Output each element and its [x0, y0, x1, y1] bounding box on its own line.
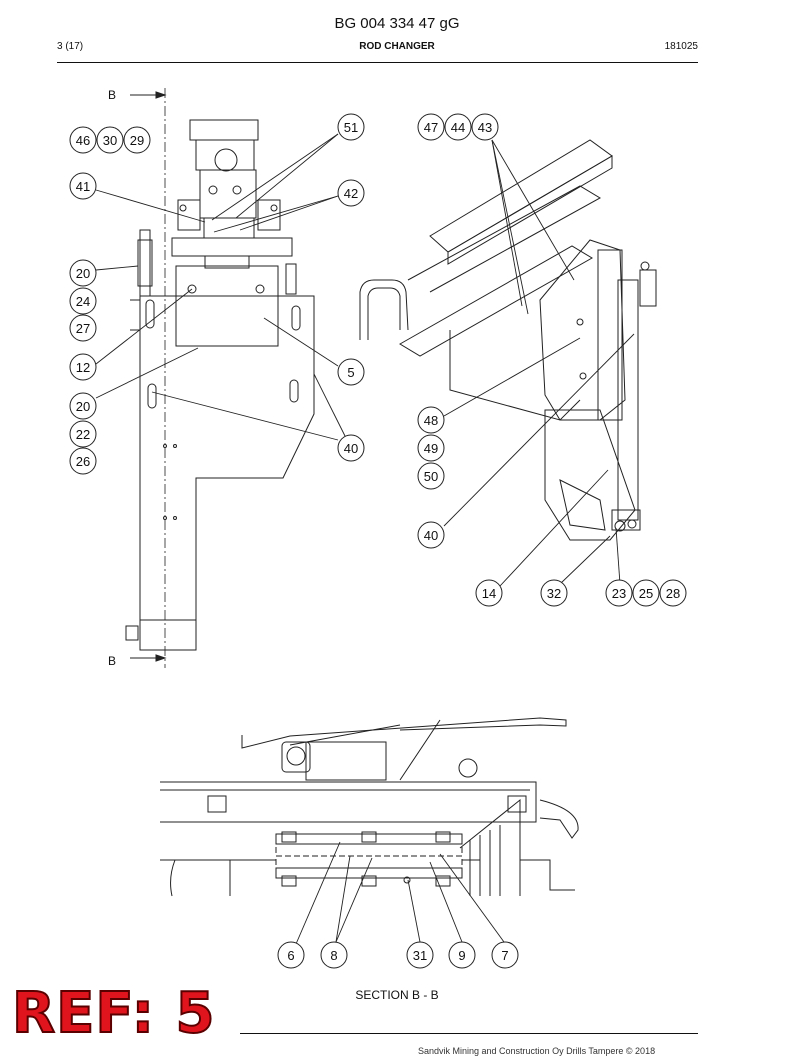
svg-text:7: 7	[501, 948, 508, 963]
section-view	[160, 717, 579, 897]
callout-12: 12	[69, 353, 97, 381]
callout-27: 27	[69, 314, 97, 342]
svg-text:40: 40	[424, 528, 438, 543]
section-marker-bottom: B	[108, 654, 116, 668]
page-number: 3 (17)	[57, 41, 84, 52]
svg-text:24: 24	[76, 294, 90, 309]
svg-text:49: 49	[424, 441, 438, 456]
svg-text:46: 46	[76, 133, 90, 148]
svg-text:40: 40	[344, 441, 358, 456]
callout-31: 31	[406, 941, 434, 969]
callout-28: 28	[659, 579, 687, 607]
svg-text:23: 23	[612, 586, 626, 601]
callout-20: 20	[69, 392, 97, 420]
svg-text:22: 22	[76, 427, 90, 442]
footer-copyright: Sandvik Mining and Construction Oy Drill…	[418, 1046, 656, 1056]
svg-text:42: 42	[344, 186, 358, 201]
svg-text:20: 20	[76, 399, 90, 414]
svg-text:44: 44	[451, 120, 465, 135]
isometric-view	[359, 139, 657, 541]
svg-text:41: 41	[76, 179, 90, 194]
leader-lines	[95, 133, 635, 945]
callout-46: 46	[69, 126, 97, 154]
svg-text:32: 32	[547, 586, 561, 601]
svg-text:8: 8	[330, 948, 337, 963]
document-number: BG 004 334 47 gG	[334, 15, 460, 32]
callout-5: 5	[337, 358, 365, 386]
callout-51: 51	[337, 113, 365, 141]
section-label: SECTION B - B	[355, 988, 439, 1002]
callout-6: 6	[277, 941, 305, 969]
callout-14: 14	[475, 579, 503, 607]
callout-24: 24	[69, 287, 97, 315]
callout-40: 40	[337, 434, 365, 462]
svg-text:29: 29	[130, 133, 144, 148]
header-rule	[57, 62, 698, 63]
page-title: ROD CHANGER	[359, 41, 435, 52]
callout-32: 32	[540, 579, 568, 607]
svg-text:51: 51	[344, 120, 358, 135]
callout-25: 25	[632, 579, 660, 607]
ref-stamp: REF: 5	[11, 981, 216, 1046]
svg-text:27: 27	[76, 321, 90, 336]
svg-text:20: 20	[76, 266, 90, 281]
svg-text:6: 6	[287, 948, 294, 963]
callout-23: 23	[605, 579, 633, 607]
callout-44: 44	[444, 113, 472, 141]
svg-text:9: 9	[458, 948, 465, 963]
svg-text:50: 50	[424, 469, 438, 484]
svg-text:47: 47	[424, 120, 438, 135]
callout-48: 48	[417, 406, 445, 434]
svg-text:48: 48	[424, 413, 438, 428]
callout-47: 47	[417, 113, 445, 141]
callout-7: 7	[491, 941, 519, 969]
callout-22: 22	[69, 420, 97, 448]
callout-43: 43	[471, 113, 499, 141]
callout-29: 29	[123, 126, 151, 154]
callouts: 46 30 29 41 20 24 27 12 20 22 26 51 42 5…	[69, 113, 687, 969]
callout-30: 30	[96, 126, 124, 154]
svg-text:30: 30	[103, 133, 117, 148]
callout-50: 50	[417, 462, 445, 490]
callout-9: 9	[448, 941, 476, 969]
section-marker-top: B	[108, 88, 116, 102]
svg-text:25: 25	[639, 586, 653, 601]
svg-text:28: 28	[666, 586, 680, 601]
svg-text:43: 43	[478, 120, 492, 135]
svg-text:31: 31	[413, 948, 427, 963]
callout-40: 40	[417, 521, 445, 549]
callout-49: 49	[417, 434, 445, 462]
svg-text:12: 12	[76, 360, 90, 375]
callout-8: 8	[320, 941, 348, 969]
callout-42: 42	[337, 179, 365, 207]
svg-text:14: 14	[482, 586, 496, 601]
document-date: 181025	[664, 41, 698, 52]
callout-41: 41	[69, 172, 97, 200]
footer-rule	[240, 1033, 698, 1034]
left-view: B B	[108, 88, 315, 668]
callout-20: 20	[69, 259, 97, 287]
svg-text:26: 26	[76, 454, 90, 469]
callout-26: 26	[69, 447, 97, 475]
svg-text:5: 5	[347, 365, 354, 380]
